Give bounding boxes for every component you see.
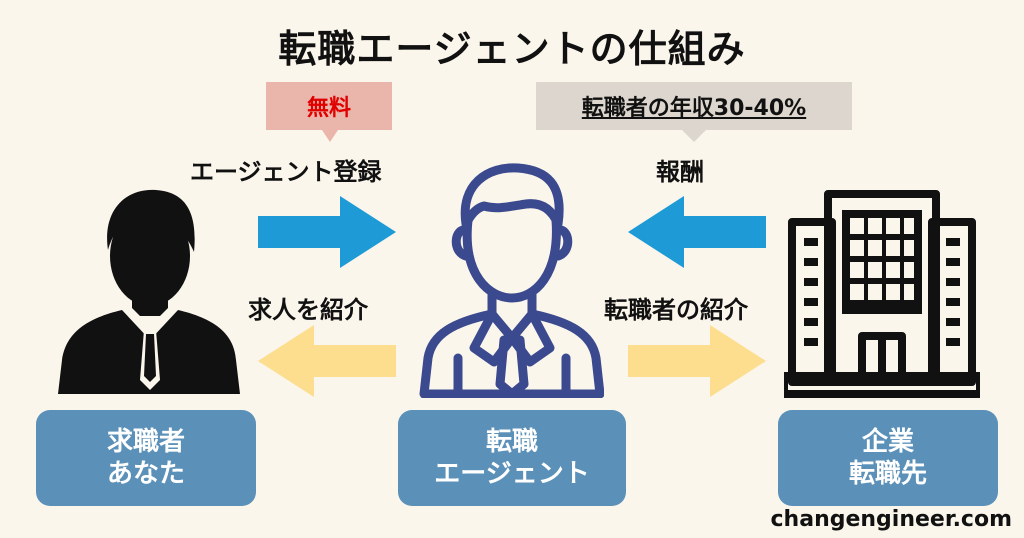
- agent-registration-label: エージェント登録: [190, 158, 382, 186]
- job-introduction-label: 求人を紹介: [248, 296, 368, 324]
- job-seeker-title: 求職者: [106, 426, 185, 457]
- free-label: 無料: [306, 96, 351, 121]
- arrow-left-icon: [628, 196, 766, 268]
- free-callout-bubble: [266, 82, 392, 142]
- company-subtitle: 転職先: [848, 459, 927, 489]
- arrow-left-icon: [258, 325, 396, 397]
- office-building-icon: [784, 190, 980, 398]
- agent-subtitle: エージェント: [434, 459, 590, 489]
- company-title: 企業: [861, 426, 914, 457]
- arrow-right-icon: [628, 325, 766, 397]
- person-icon: [58, 189, 240, 394]
- fee-label: 転職者の年収30-40%: [581, 96, 807, 121]
- fee-callout-bubble: [536, 82, 852, 142]
- company-box: 企業 転職先: [778, 410, 998, 506]
- agent-title: 転職: [485, 426, 538, 457]
- arrow-right-icon: [258, 196, 396, 268]
- agent-icon: [419, 163, 604, 398]
- site-credit: changengineer.com: [770, 507, 1012, 532]
- reward-label: 報酬: [656, 158, 704, 186]
- page-title: 転職エージェントの仕組み: [278, 27, 746, 71]
- candidate-introduction-label: 転職者の紹介: [604, 296, 748, 324]
- job-seeker-subtitle: あなた: [106, 459, 185, 489]
- agent-box: 転職 エージェント: [398, 410, 626, 506]
- job-seeker-box: 求職者 あなた: [36, 410, 256, 506]
